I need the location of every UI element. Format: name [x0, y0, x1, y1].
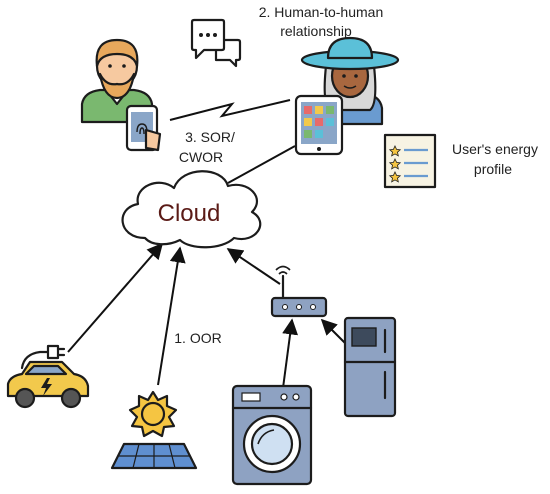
tablet-icon	[294, 94, 344, 156]
label-relationship: relationship	[280, 23, 352, 39]
label-sor: 3. SOR/	[185, 129, 235, 145]
arrow-router-to-cloud	[226, 248, 281, 285]
lightning-link-sor	[169, 99, 291, 121]
label-human-to-human: 2. Human-to-human	[259, 4, 384, 20]
refrigerator-icon	[343, 316, 397, 418]
label-profile: profile	[474, 161, 512, 177]
label-oor: 1. OOR	[174, 330, 221, 346]
arrow-solar-to-cloud	[157, 246, 186, 386]
solar-panel-icon	[110, 390, 198, 470]
label-cwor: CWOR	[179, 149, 223, 165]
chat-bubbles-icon	[190, 18, 242, 68]
electric-car-icon	[6, 344, 90, 409]
cloud-label: Cloud	[158, 200, 221, 227]
washing-machine-icon	[231, 384, 313, 486]
line-cloud-to-tablet	[227, 145, 296, 184]
arrow-washer-to-router	[282, 318, 299, 389]
arrow-car-to-cloud	[67, 242, 164, 353]
energy-profile-document-icon	[383, 133, 437, 189]
label-users-energy: User's energy	[452, 141, 538, 157]
connections	[67, 99, 351, 389]
cloud-shape	[121, 170, 262, 249]
wifi-router-icon	[270, 265, 328, 318]
smartphone-fingerprint-icon	[125, 104, 162, 152]
sun-icon	[128, 390, 178, 438]
